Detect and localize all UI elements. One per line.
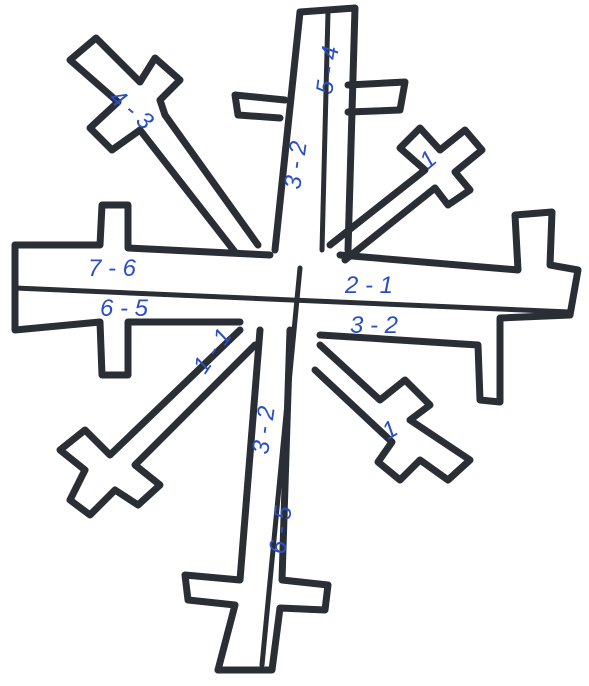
- label-left-lower-row: 6 - 5: [100, 295, 149, 322]
- label-lower-right-arm: 1: [378, 415, 403, 445]
- label-lower-vertical-lower: 6 - 5: [264, 504, 298, 556]
- label-upper-left-arm: 4 - 3: [104, 84, 159, 136]
- label-upper-vertical-mid: 3 - 2: [279, 140, 312, 191]
- label-right-lower-row: 3 - 2: [350, 312, 398, 339]
- label-right-upper-row: 2 - 1: [344, 272, 393, 299]
- label-upper-vertical-top: 5 - 4: [311, 45, 344, 96]
- snowflake-outline: [15, 8, 578, 670]
- label-left-upper-row: 7 - 6: [88, 255, 137, 282]
- label-lower-vertical-upper: 3 - 2: [247, 405, 280, 456]
